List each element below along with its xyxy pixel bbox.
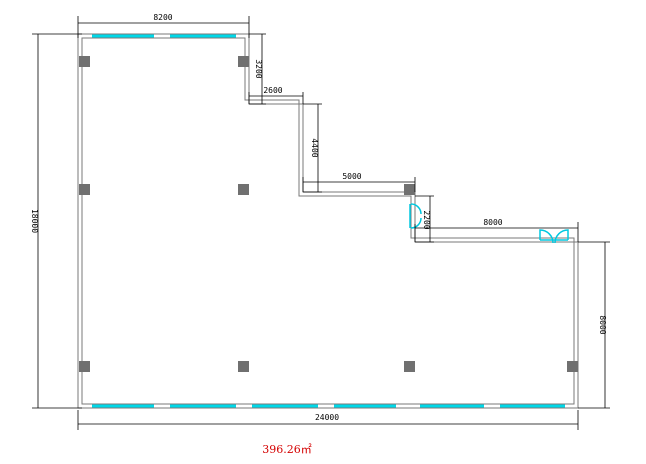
dim-notch1-step: 2600: [263, 86, 282, 95]
door-left-notch: [409, 203, 422, 229]
column: [79, 56, 90, 67]
inner-wall: [81, 37, 575, 405]
outer-wall: [77, 33, 579, 409]
column: [238, 184, 249, 195]
column: [567, 361, 578, 372]
door-right-entry: [539, 229, 569, 244]
dimension-lines: [32, 16, 610, 430]
dim-notch2-depth: 4400: [310, 138, 319, 157]
column: [404, 361, 415, 372]
dim-notch1-depth: 3200: [254, 59, 263, 78]
dim-notch3-depth: 2200: [422, 210, 431, 229]
dim-total-width: 24000: [315, 413, 339, 422]
column: [404, 184, 415, 195]
column: [79, 361, 90, 372]
dim-total-height: 18000: [30, 209, 39, 233]
dim-right-step: 8000: [483, 218, 502, 227]
columns: [79, 56, 578, 372]
dim-right-height: 8000: [598, 315, 607, 334]
column: [238, 56, 249, 67]
area-label: 396.26㎡: [262, 443, 312, 456]
dim-notch2-step: 5000: [342, 172, 361, 181]
column: [79, 184, 90, 195]
dim-top-width: 8200: [153, 13, 172, 22]
column: [238, 361, 249, 372]
